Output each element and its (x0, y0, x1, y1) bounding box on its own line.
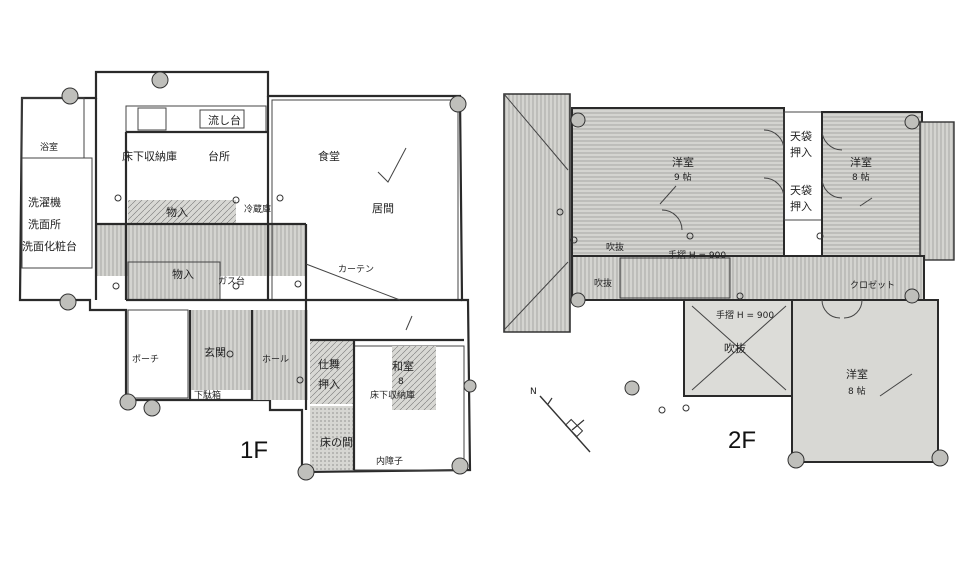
closet1-area (128, 200, 236, 224)
floor-storage-area (392, 346, 436, 410)
label-closet1: 物入 (166, 205, 188, 219)
label-handrail1: 手摺 H = 900 (668, 249, 726, 261)
stove-box (137, 107, 167, 131)
roof-slope-right (919, 121, 955, 261)
label-storage1b: 押入 (790, 145, 812, 159)
label-dining: 食堂 (318, 149, 340, 163)
label-curtain: カーテン (338, 264, 374, 275)
outlet-symbols-1f (112, 194, 304, 384)
entrance-floor (190, 310, 252, 390)
label-western-room1: 洋室 (672, 155, 694, 169)
label-floor-storage: 床下収納庫 (370, 389, 415, 401)
check-mark-1f (377, 147, 407, 183)
label-closet3b: 押入 (318, 377, 340, 391)
label-entrance: 玄関 (204, 345, 226, 359)
columns-2f (570, 112, 949, 469)
label-inner-shoji: 内障子 (376, 455, 403, 467)
label-void2: 吹抜 (724, 341, 746, 355)
label-handrail2: 手摺 H = 900 (716, 309, 774, 321)
label-western-room3-size: 8 帖 (848, 385, 866, 397)
western-room3-area (791, 299, 939, 463)
western-room2-area (821, 111, 923, 265)
label-storage-floor: 床下収納庫 (122, 149, 177, 163)
label-washbasin1: 洗面所 (28, 218, 61, 231)
floor-1f: 流し台 床下収納庫 台所 食堂 居間 洗濯機 洗面所 洗面化粧台 物入 冷蔵庫 … (18, 70, 477, 481)
void-cross (691, 305, 787, 391)
label-japanese-size: 8 (398, 377, 404, 387)
label-washbasin2: 洗面化粧台 (22, 239, 77, 253)
room3-stroke (879, 373, 913, 397)
floor-1f-label: 1F (240, 437, 268, 464)
kitchen-counter (125, 105, 267, 133)
label-alcove: 床の間 (320, 435, 353, 449)
wash-area (21, 157, 93, 269)
label-hall: ホール (262, 354, 289, 365)
label-closet2: 物入 (172, 267, 194, 281)
north-arrow-line (539, 395, 591, 453)
porch-floor (127, 309, 189, 399)
stair-2f (619, 257, 731, 299)
label-closet: クロゼット (850, 279, 895, 291)
label-porch: ポーチ (132, 354, 159, 365)
stair-1f (127, 261, 221, 301)
label-sink: 流し台 (208, 113, 241, 127)
label-bath: 浴室 (40, 141, 58, 153)
curtain-line (305, 263, 401, 301)
label-western-room2: 洋室 (850, 155, 872, 169)
stroke-mark-1f (405, 315, 413, 331)
label-void: 吹抜 (594, 277, 612, 289)
door-arcs-2f (661, 129, 863, 319)
floor-2f: 洋室 9 帖 天袋 押入 天袋 押入 洋室 8 帖 手摺 H = 900 クロゼ… (503, 93, 955, 469)
label-washroom: 洗濯機 (28, 195, 61, 209)
label-living: 居間 (372, 202, 394, 215)
label-shoebox: 下駄箱 (194, 389, 221, 401)
columns-1f (59, 71, 477, 481)
closet3-area (310, 340, 354, 404)
label-western-room2-size: 8 帖 (852, 171, 870, 183)
label-fridge: 冷蔵庫 (244, 203, 271, 215)
roof-slope-diagonal (503, 93, 569, 331)
north-arrow-bar (547, 397, 585, 431)
interior-walls-1f (94, 96, 464, 470)
floor-2f-label: 2F (728, 427, 756, 454)
check-mark-2f-b (859, 197, 873, 207)
label-storage1: 天袋 (790, 129, 812, 143)
label-stair-small: 吹抜 (606, 241, 624, 253)
void-area (683, 299, 793, 397)
label-range: ガス台 (218, 275, 245, 287)
check-mark-2f (659, 185, 677, 205)
roof-slope-left (503, 93, 571, 333)
label-japanese-room: 和室 (392, 359, 414, 373)
north-arrow-label: N (530, 387, 537, 397)
north-arrow: N (530, 387, 591, 453)
label-western-room1-size: 9 帖 (674, 171, 692, 183)
sink-box (199, 109, 245, 129)
label-storage2b: 押入 (790, 199, 812, 213)
north-arrow-box (564, 418, 584, 438)
label-storage2: 天袋 (790, 183, 812, 197)
western-room1-area (571, 107, 785, 257)
label-western-room3: 洋室 (846, 367, 868, 381)
hall-floor (252, 310, 308, 400)
label-kitchen: 台所 (208, 149, 230, 163)
alcove-area (310, 406, 354, 470)
outlet-symbols-2f (556, 208, 824, 414)
label-closet3: 仕舞 (318, 358, 340, 371)
